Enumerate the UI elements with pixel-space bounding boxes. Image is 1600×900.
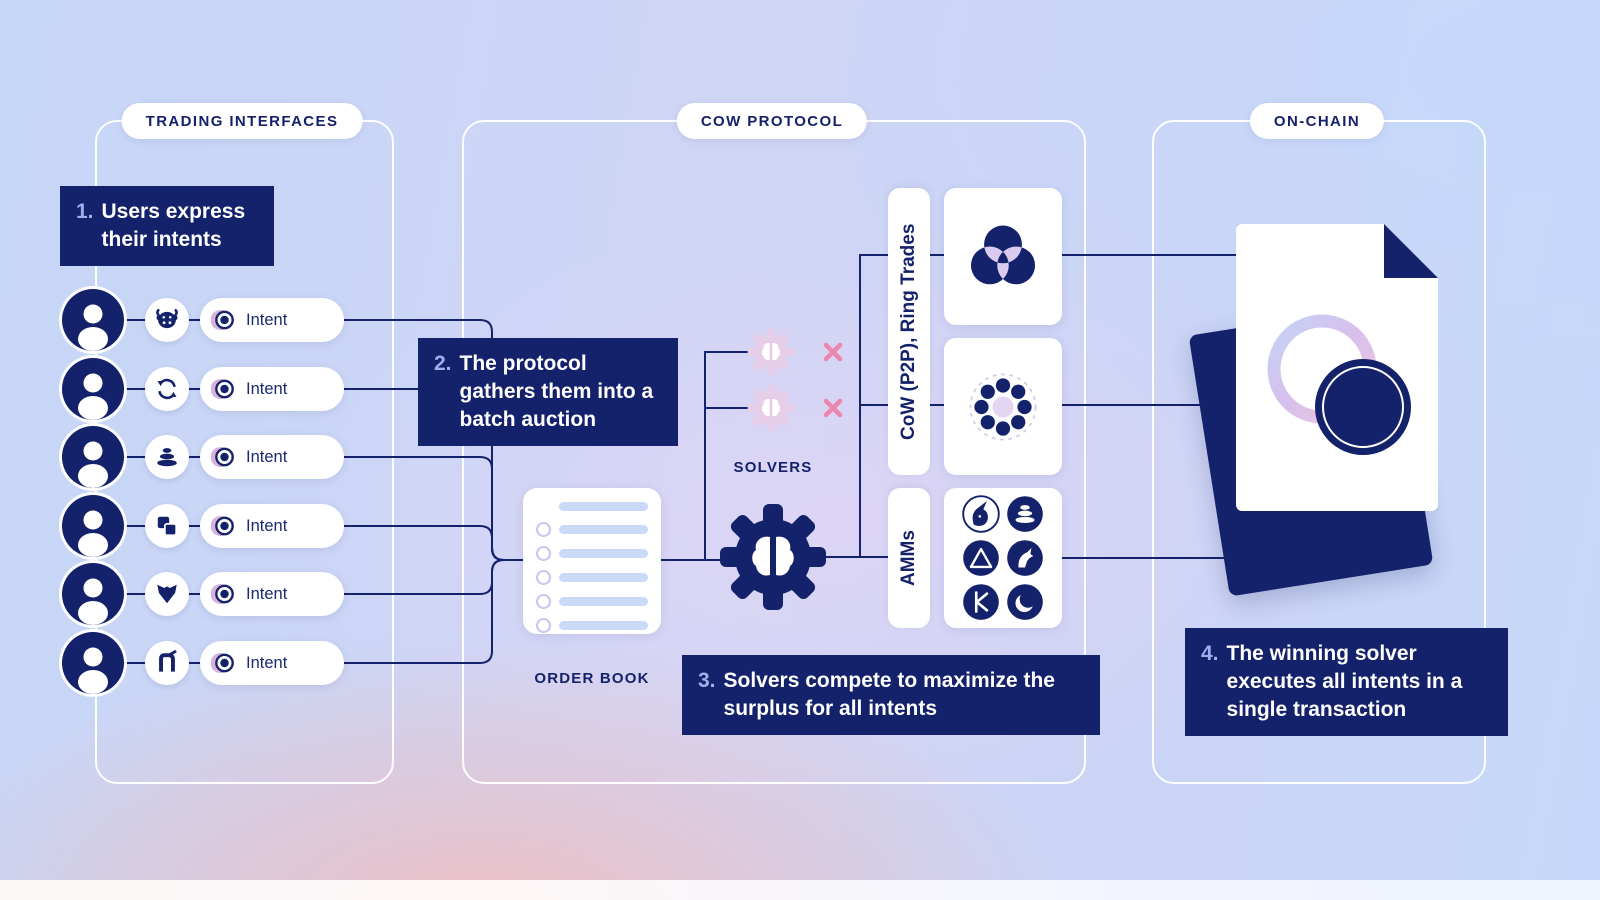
step-2-text: The protocol gathers them into a batch a…: [459, 352, 654, 431]
section-label-protocol-text: COW PROTOCOL: [700, 112, 844, 130]
intent-label: Intent: [246, 584, 288, 603]
order-book-row: [536, 618, 648, 633]
token-circle-icon: [1315, 359, 1411, 455]
step-4-text: The winning solver executes all intents …: [1226, 642, 1463, 721]
trading-row: Intent: [62, 563, 344, 625]
cow-head-icon: [145, 298, 189, 342]
intent-label: Intent: [246, 310, 288, 329]
amm-pebbles-icon: [1007, 496, 1043, 532]
section-label-trading: TRADING INTERFACES: [121, 103, 363, 139]
order-dot: [536, 546, 551, 561]
venn-circles-icon: [970, 225, 1036, 284]
amm-horse-icon: [1007, 540, 1043, 576]
overlapping-squares-icon: [145, 504, 189, 548]
cow-match-card: [944, 188, 1062, 325]
cow-ring-trades-label-text: CoW (P2P), Ring Trades: [898, 223, 919, 440]
order-dot: [536, 522, 551, 537]
cow-ring-trades-label: CoW (P2P), Ring Trades: [888, 188, 930, 475]
unicorn-letter-icon: [145, 641, 189, 685]
amm-grid: [962, 495, 1044, 621]
swap-arrows-icon: [145, 367, 189, 411]
order-book-row: [536, 594, 648, 609]
intent-pill: Intent: [200, 641, 344, 685]
amm-unicorn-icon: [962, 495, 1000, 533]
section-label-protocol: COW PROTOCOL: [676, 103, 868, 139]
order-book-label-text: ORDER BOOK: [534, 670, 650, 687]
intent-pill: Intent: [200, 367, 344, 411]
step-2-callout: 2. The protocol gathers them into a batc…: [418, 338, 678, 446]
amms-card: [944, 488, 1062, 628]
amms-label-text: AMMs: [898, 530, 919, 586]
intent-label: Intent: [246, 379, 288, 398]
order-book-row: [536, 570, 648, 585]
step-4-number: 4.: [1201, 642, 1219, 665]
user-avatar-icon: [62, 358, 124, 420]
step-1-text: Users express their intents: [101, 200, 246, 251]
amm-k-icon: [963, 584, 999, 620]
trading-row: Intent: [62, 426, 344, 488]
step-4-callout: 4. The winning solver executes all inten…: [1185, 628, 1508, 736]
ring-trade-card: [944, 338, 1062, 475]
intent-pill: Intent: [200, 435, 344, 479]
intent-ring-icon: [211, 653, 234, 673]
order-dot: [536, 618, 551, 633]
trading-row: Intent: [62, 632, 344, 694]
order-bar: [559, 621, 648, 630]
intent-label: Intent: [246, 653, 288, 672]
solvers-label: SOLVERS: [703, 459, 843, 476]
pebbles-icon: [145, 435, 189, 479]
amm-triangle-icon: [963, 540, 999, 576]
intent-label: Intent: [246, 516, 288, 535]
trading-row: Intent: [62, 358, 344, 420]
fox-icon: [145, 572, 189, 616]
amms-label: AMMs: [888, 488, 930, 628]
order-dot: [536, 594, 551, 609]
user-avatar-icon: [62, 495, 124, 557]
order-book-card: [523, 488, 661, 634]
intent-ring-icon: [211, 447, 234, 467]
amm-crescent-icon: [1007, 584, 1043, 620]
order-book-label: ORDER BOOK: [523, 670, 661, 687]
order-book-row: [536, 522, 648, 537]
step-3-callout: 3. Solvers compete to maximize the surpl…: [682, 655, 1100, 735]
section-label-onchain: ON-CHAIN: [1249, 103, 1385, 139]
bottom-strip: [0, 880, 1600, 900]
section-label-trading-text: TRADING INTERFACES: [145, 112, 339, 130]
step-1-callout: 1. Users express their intents: [60, 186, 274, 266]
intent-pill: Intent: [200, 298, 344, 342]
order-bar: [559, 597, 648, 606]
user-avatar-icon: [62, 289, 124, 351]
user-avatar-icon: [62, 632, 124, 694]
step-3-text: Solvers compete to maximize the surplus …: [723, 669, 1055, 720]
step-1-number: 1.: [76, 200, 94, 223]
intent-ring-icon: [211, 516, 234, 536]
trading-row: Intent: [62, 495, 344, 557]
user-avatar-icon: [62, 563, 124, 625]
intent-ring-icon: [211, 379, 234, 399]
order-bar: [559, 525, 648, 534]
order-book-row: [536, 546, 648, 561]
intent-ring-icon: [211, 584, 234, 604]
step-2-number: 2.: [434, 352, 452, 375]
intent-pill: Intent: [200, 572, 344, 616]
order-dot: [536, 570, 551, 585]
intent-ring-icon: [211, 310, 234, 330]
order-bar: [559, 549, 648, 558]
trading-row: Intent: [62, 289, 344, 351]
intent-label: Intent: [246, 447, 288, 466]
dotted-ring-icon: [969, 373, 1037, 440]
solvers-label-text: SOLVERS: [733, 459, 813, 476]
step-3-number: 3.: [698, 669, 716, 692]
user-avatar-icon: [62, 426, 124, 488]
order-bar: [559, 573, 648, 582]
order-bar: [559, 502, 648, 511]
section-label-onchain-text: ON-CHAIN: [1273, 112, 1361, 130]
intent-pill: Intent: [200, 504, 344, 548]
